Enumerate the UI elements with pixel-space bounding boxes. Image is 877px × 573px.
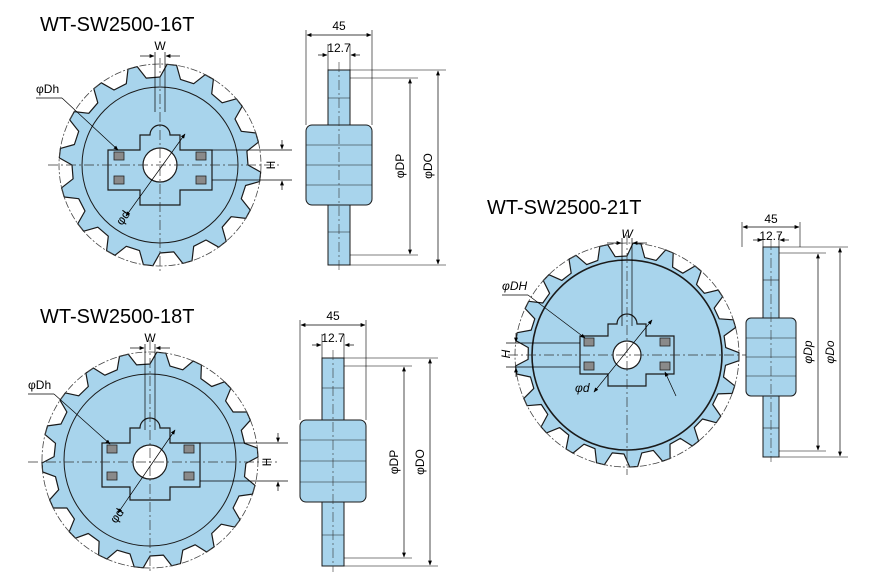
drawing-21t-title: WT-SW2500-21T [487, 197, 641, 219]
sprocket-18t-key-block [106, 471, 118, 481]
dp-dimension-label: φDP [393, 154, 407, 178]
dh-dimension-label: φDH [502, 279, 527, 293]
sprocket-18t-side-view: 45 12.7 φDP φDO [299, 309, 438, 572]
sprocket-16t-key-block [195, 151, 207, 161]
hub-width-label: 12.7 [327, 41, 351, 55]
sprocket-18t-key-block [106, 444, 118, 454]
drawing-16t-title: WT-SW2500-16T [40, 14, 194, 36]
sprocket-21t-key-block [659, 361, 671, 371]
sprocket-16t-front-view: W φDh φd H [36, 39, 292, 272]
total-width-label: 45 [326, 309, 340, 323]
d-dimension-label: φd [107, 506, 127, 526]
sprocket-16t-key-block [195, 175, 207, 185]
sprocket-21t-side-view: 45 12.7 φDp φDo [741, 212, 848, 462]
d-dimension-label: φd [113, 208, 133, 228]
dh-dimension-label: φDh [28, 378, 51, 392]
d-dimension-label: φd [575, 381, 590, 395]
do-dimension-label: φDO [413, 449, 427, 475]
hub-width-label: 12.7 [321, 331, 345, 345]
sprocket-18t-outer-dash-circle [41, 351, 259, 569]
sprocket-16t-key-block [113, 151, 125, 161]
drawing-18t-title: WT-SW2500-18T [40, 306, 194, 328]
sprocket-21t-key-block [583, 337, 595, 347]
sprocket-16t-key-block [113, 175, 125, 185]
dh-dimension-label: φDh [36, 82, 59, 96]
drawing-16t: WT-SW2500-16T W φDh φd [36, 14, 446, 272]
sprocket-21t-key-block [659, 337, 671, 347]
sprocket-21t-front-view: W φDH φd H [499, 227, 746, 475]
dp-dimension-label: φDP [387, 450, 401, 474]
total-width-label: 45 [332, 19, 346, 33]
w-dimension-label: W [144, 331, 156, 345]
hub-width-label: 12.7 [759, 229, 783, 243]
h-dimension-label: H [264, 161, 278, 170]
sprocket-18t-key-block [183, 444, 195, 454]
dp-dimension-label: φDp [801, 340, 815, 363]
sprocket-21t-key-block [583, 361, 595, 371]
w-dimension-label: W [621, 227, 634, 241]
total-width-label: 45 [764, 212, 778, 226]
sprocket-18t-key-block [183, 471, 195, 481]
do-dimension-label: φDo [823, 340, 837, 363]
sprocket-18t-front-view: W φDh φd H [28, 331, 288, 572]
drawing-21t: WT-SW2500-21T W φDH φd [487, 197, 848, 475]
sprocket-16t-side-view: 45 12.7 φDP φDO [305, 19, 446, 272]
h-dimension-label: H [260, 458, 274, 467]
h-dimension-label: H [499, 349, 513, 358]
drawing-18t: WT-SW2500-18T W φDh φd [28, 306, 438, 572]
w-dimension-label: W [154, 39, 166, 53]
do-dimension-label: φDO [421, 153, 435, 179]
